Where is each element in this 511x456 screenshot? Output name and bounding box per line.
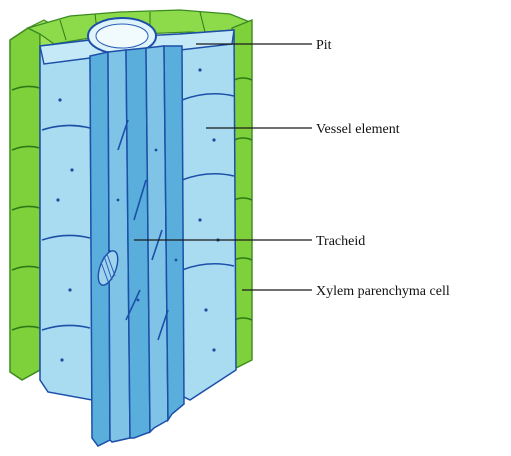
label-tracheid: Tracheid <box>316 234 365 249</box>
tracheid-columns <box>90 46 184 446</box>
label-pit: Pit <box>316 38 332 53</box>
label-vessel-element: Vessel element <box>316 122 400 137</box>
labels: Pit Vessel element Tracheid Xylem parenc… <box>316 38 450 299</box>
label-xylem-parenchyma-cell: Xylem parenchyma cell <box>316 284 450 299</box>
